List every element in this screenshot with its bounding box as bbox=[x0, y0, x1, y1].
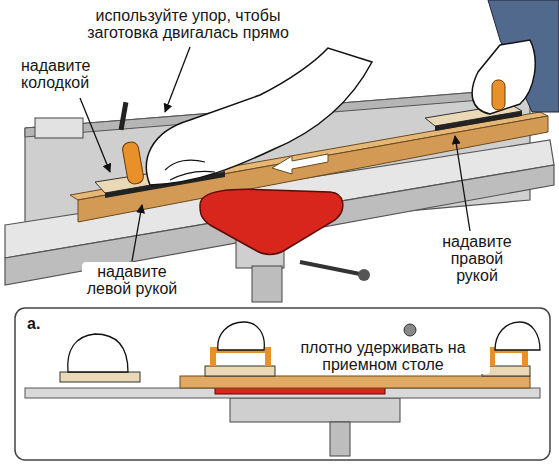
handle bbox=[121, 141, 144, 185]
hand bbox=[495, 322, 540, 350]
knob bbox=[358, 269, 370, 281]
leader-arrow bbox=[165, 47, 190, 112]
push-block bbox=[60, 372, 140, 382]
handle bbox=[492, 80, 505, 110]
right-hand bbox=[472, 40, 535, 114]
feed-arrow bbox=[272, 154, 328, 174]
leader-arrow bbox=[132, 205, 142, 261]
fingers bbox=[165, 160, 215, 180]
handle bbox=[213, 350, 268, 366]
lever bbox=[119, 102, 129, 130]
left-hand bbox=[146, 48, 372, 185]
pillar bbox=[330, 422, 350, 456]
instruction-label: надавите правой рукой bbox=[425, 232, 529, 285]
red-guard bbox=[200, 189, 343, 254]
push-block bbox=[205, 366, 275, 376]
guard-pillar bbox=[252, 266, 282, 302]
board bbox=[180, 376, 530, 388]
instruction-label: надавите колодкой bbox=[18, 56, 114, 92]
hand bbox=[218, 322, 265, 350]
instruction-label: используйте упор, чтобы заготовка двигал… bbox=[78, 6, 298, 42]
knob bbox=[404, 324, 416, 336]
leader-arrow bbox=[455, 136, 470, 231]
guard-handle bbox=[300, 262, 360, 274]
instruction-label: плотно удерживать на приемном столе bbox=[276, 338, 490, 374]
cutter-base bbox=[230, 398, 400, 422]
inset-panel bbox=[15, 308, 550, 460]
hand bbox=[68, 334, 128, 372]
handle bbox=[492, 350, 525, 366]
switch-box bbox=[35, 118, 83, 138]
leader-arrow bbox=[80, 98, 110, 172]
push-block-pad bbox=[435, 111, 522, 131]
panel-letter: а. bbox=[24, 314, 58, 333]
instruction-label: надавите левой рукой bbox=[82, 262, 182, 298]
